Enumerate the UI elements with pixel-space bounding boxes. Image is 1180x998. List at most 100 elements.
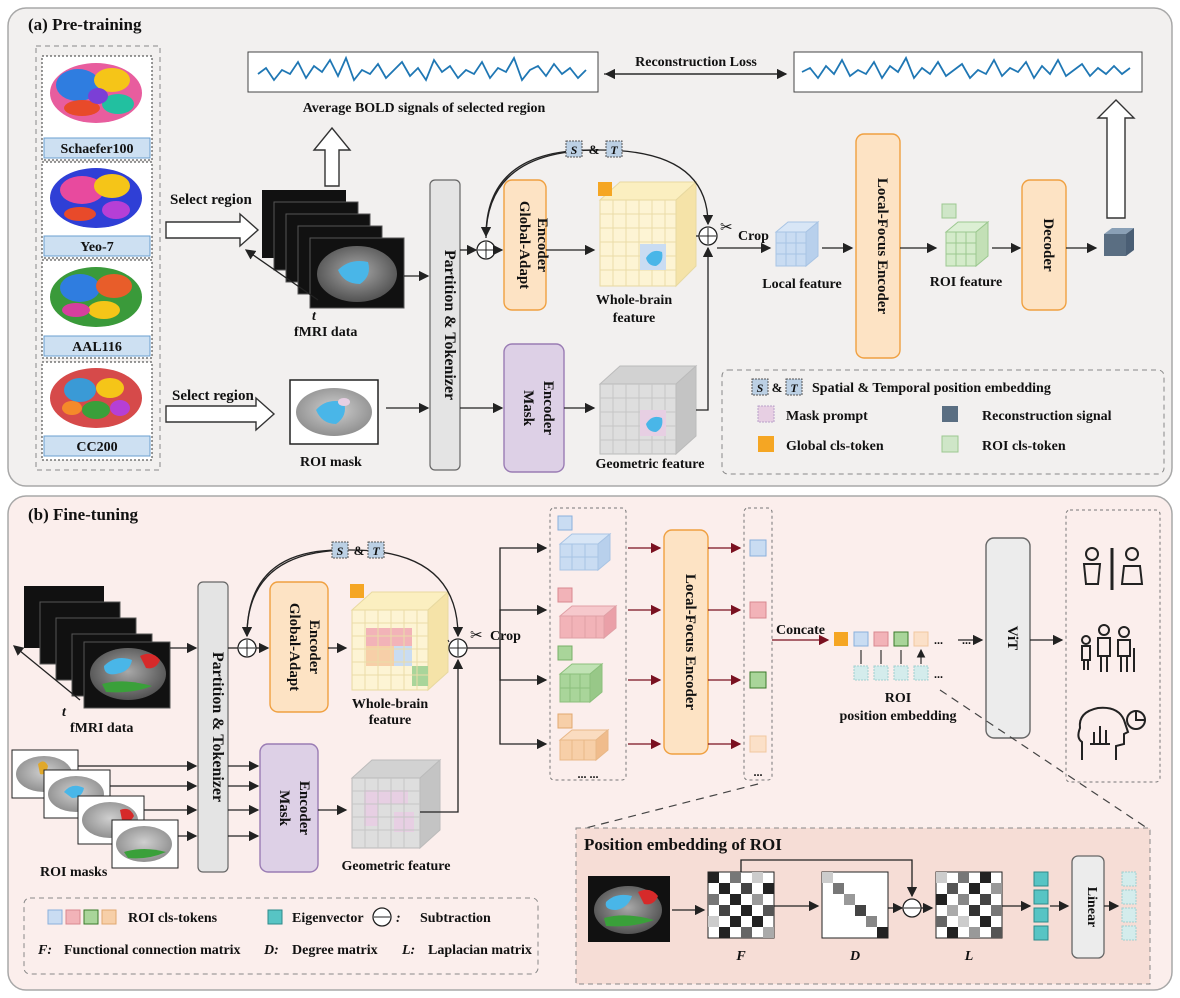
brain-analysis-icon bbox=[1077, 706, 1146, 760]
roi-feature-label: ROI feature bbox=[930, 275, 1002, 290]
legend-mask-prompt: Mask prompt bbox=[786, 409, 868, 424]
cls-token-green bbox=[749, 671, 767, 689]
roi-pos-label-1: ROI bbox=[885, 691, 911, 706]
pos-embed-output bbox=[1121, 871, 1137, 941]
recon-up-arrow bbox=[1096, 99, 1136, 219]
svg-text:S: S bbox=[337, 544, 344, 558]
panel-pretraining: (a) Pre-training Schaefer100 Yeo-7 bbox=[7, 7, 1173, 487]
gae-label-b-2: Encoder bbox=[306, 620, 322, 675]
partition-tokenizer-b bbox=[197, 581, 229, 873]
local-focus-encoder-a bbox=[855, 133, 901, 359]
roi-masks-label: ROI masks bbox=[40, 865, 108, 880]
linear-block bbox=[1071, 855, 1105, 959]
mask-encoder-b bbox=[259, 743, 319, 873]
atlas-schaefer100: Schaefer100 bbox=[41, 55, 153, 161]
svg-text:S: S bbox=[757, 381, 764, 395]
atlas-yeo7: Yeo-7 bbox=[41, 161, 153, 259]
panel-b-title: (b) Fine-tuning bbox=[28, 505, 139, 524]
legend-d-text: Degree matrix bbox=[292, 943, 378, 958]
gae-label-a-1: Global-Adapt bbox=[516, 201, 532, 289]
bold-signal-line bbox=[257, 55, 587, 82]
select-region-bottom-label: Select region bbox=[172, 388, 254, 404]
select-region-bottom-arrow bbox=[165, 396, 276, 432]
global-adapt-encoder-a bbox=[503, 179, 547, 311]
legend-st-text: Spatial & Temporal position embedding bbox=[812, 381, 1051, 396]
vit-block bbox=[985, 537, 1031, 739]
fmri-stack-b bbox=[24, 586, 171, 709]
atlas-label-cc200: CC200 bbox=[76, 440, 117, 455]
fmri-stack-a bbox=[262, 190, 405, 309]
atlas-cc200: CC200 bbox=[41, 361, 153, 461]
position-embedding-box: Position embedding of ROI F bbox=[575, 827, 1151, 985]
legend-roi-cls-swatch bbox=[941, 435, 959, 453]
mask-enc-label-a-1: Mask bbox=[520, 390, 536, 426]
partition-tokenizer-a bbox=[429, 179, 461, 471]
vit-label: ViT bbox=[1004, 626, 1020, 650]
whole-brain-label-b-1: Whole-brain bbox=[352, 697, 428, 712]
svg-text:T: T bbox=[610, 143, 618, 157]
svg-text:&: & bbox=[589, 142, 600, 157]
roi-mask-a bbox=[289, 379, 379, 445]
age-icon bbox=[1081, 624, 1135, 672]
whole-brain-label-b-2: feature bbox=[369, 713, 412, 728]
s-badge-b bbox=[331, 541, 349, 559]
recon-loss-label: Reconstruction Loss bbox=[635, 55, 757, 70]
partition-label-b: Partition & Tokenizer bbox=[209, 652, 226, 802]
cls-token-column bbox=[743, 507, 773, 781]
roi-feature-cube bbox=[941, 203, 990, 268]
time-axis-b bbox=[12, 645, 81, 701]
t-badge-b bbox=[367, 541, 385, 559]
roi-masks-stack bbox=[11, 749, 179, 869]
legend-finetuning: ROI cls-tokens Eigenvector : Subtraction… bbox=[23, 897, 539, 975]
crop-blue bbox=[557, 515, 612, 572]
matrix-f-label: F bbox=[735, 949, 746, 964]
local-feature-cube bbox=[774, 220, 820, 268]
roi-mask-label-a: ROI mask bbox=[300, 455, 362, 470]
scissors-icon: ✂ bbox=[470, 628, 483, 644]
atlas-label-yeo7: Yeo-7 bbox=[80, 240, 113, 255]
matrix-d-label: D bbox=[849, 949, 860, 964]
svg-text:D:: D: bbox=[263, 943, 279, 958]
avg-bold-label: Average BOLD signals of selected region bbox=[303, 101, 546, 116]
geometric-cube-b bbox=[350, 758, 442, 850]
select-region-top-label: Select region bbox=[170, 192, 252, 208]
eigenvector-stack bbox=[1033, 871, 1049, 941]
t-label-a: t bbox=[312, 309, 317, 324]
crop-red bbox=[557, 587, 618, 640]
crop-green bbox=[557, 645, 604, 704]
svg-text:...: ... bbox=[934, 633, 943, 647]
gae-label-a-2: Encoder bbox=[534, 218, 550, 273]
svg-text:L:: L: bbox=[401, 943, 415, 958]
gae-label-b-1: Global-Adapt bbox=[286, 603, 302, 691]
st-arc-b bbox=[246, 549, 464, 638]
crops-ellipsis: ... ... bbox=[578, 767, 599, 781]
legend-eigen-swatch bbox=[267, 909, 283, 925]
whole-brain-label-a-1: Whole-brain bbox=[596, 293, 672, 308]
crop-label-a: Crop bbox=[738, 229, 769, 244]
token-sequence: ... ... bbox=[834, 631, 943, 681]
svg-text:&: & bbox=[772, 380, 783, 395]
svg-text:S: S bbox=[571, 143, 578, 157]
svg-text:F:: F: bbox=[37, 943, 52, 958]
legend-roi-cls-tokens: ROI cls-tokens bbox=[128, 911, 218, 926]
recon-signal-box bbox=[793, 51, 1143, 93]
whole-brain-label-a-2: feature bbox=[613, 311, 656, 326]
legend-pretraining: S & T Spatial & Temporal position embedd… bbox=[721, 369, 1165, 475]
concate-label: Concate bbox=[776, 623, 825, 638]
geometric-label-b: Geometric feature bbox=[342, 859, 451, 874]
cls-ellipsis: ... bbox=[754, 765, 763, 779]
decoder-label: Decoder bbox=[1040, 218, 1056, 272]
legend-mask-prompt-swatch bbox=[757, 405, 775, 423]
time-axis-a bbox=[244, 249, 319, 301]
bold-up-arrow bbox=[312, 126, 352, 187]
recon-signal-line bbox=[801, 55, 1131, 80]
output-tasks-column bbox=[1065, 509, 1161, 783]
geometric-label-a: Geometric feature bbox=[596, 457, 705, 472]
legend-eigenvector: Eigenvector bbox=[292, 911, 364, 926]
whole-brain-cube-a bbox=[598, 180, 698, 288]
crop-orange bbox=[557, 713, 610, 762]
pos-box-title: Position embedding of ROI bbox=[584, 835, 782, 854]
s-badge-a bbox=[565, 140, 583, 158]
whole-brain-cube-b bbox=[350, 584, 450, 692]
lfe-label-b: Local-Focus Encoder bbox=[682, 574, 698, 711]
